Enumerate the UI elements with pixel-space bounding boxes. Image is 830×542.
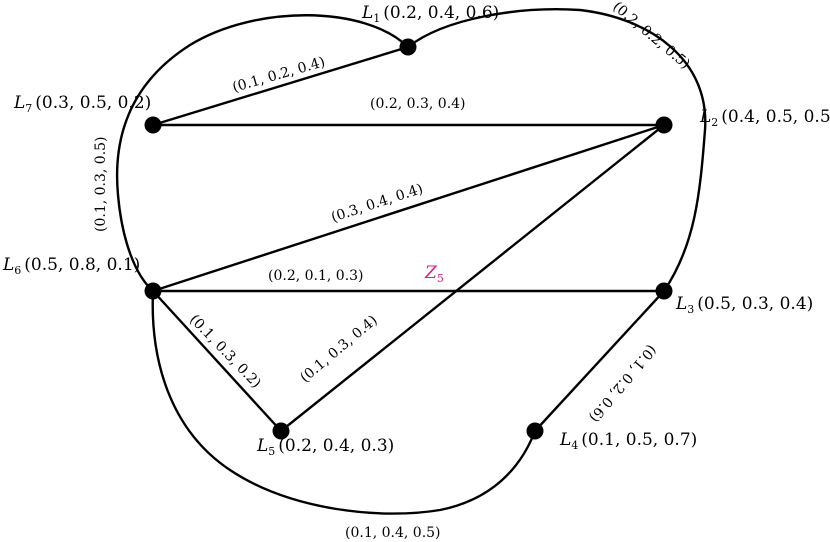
- vertices: [144, 38, 673, 440]
- vertex-label-l6: L6(0.5, 0.8, 0.1): [2, 255, 140, 277]
- edge-label-l6-l4: (0.1, 0.4, 0.5): [345, 525, 441, 541]
- edge-l6-l5: [152, 290, 282, 432]
- vertex-label-l2: L2(0.4, 0.5, 0.5): [699, 107, 830, 129]
- vertex-l5: [272, 422, 290, 440]
- vertex-label-l1: L1(0.2, 0.4, 0.6): [361, 3, 499, 25]
- edge-label-l7-l6: (0.1, 0.3, 0.5): [93, 136, 109, 232]
- edges: [115, 8, 707, 515]
- edge-label-l7-l2: (0.2, 0.3, 0.4): [370, 96, 466, 112]
- edge-l6-l4-arc: [151, 290, 537, 515]
- edge-l1-l2: [407, 8, 707, 292]
- vertex-label-l7: L7(0.3, 0.5, 0.2): [13, 93, 151, 115]
- edge-l1-l6-arc: [115, 14, 409, 292]
- vertex-label-l4: L4(0.1, 0.5, 0.7): [559, 430, 697, 452]
- vertex-l4: [526, 422, 544, 440]
- edge-label-l3-l4: (0.1, 0.2, 0.6): [586, 341, 660, 424]
- edge-l3-l4: [534, 290, 665, 432]
- edge-label-l6-l5: (0.1, 0.3, 0.2): [186, 312, 264, 392]
- vertex-label-l5: L5(0.2, 0.4, 0.3): [256, 436, 394, 458]
- vertex-labels: L1(0.2, 0.4, 0.6) L2(0.4, 0.5, 0.5) L3(0…: [2, 3, 830, 458]
- graph-label: Z5: [424, 263, 444, 285]
- vertex-l2: [655, 116, 673, 134]
- edge-labels: (0.1, 0.2, 0.4) (0.2, 0.2, 0.5) (0.2, 0.…: [93, 0, 693, 541]
- edge-label-l1-l2: (0.2, 0.2, 0.5): [609, 0, 692, 72]
- edge-label-l6-l3: (0.2, 0.1, 0.3): [268, 268, 364, 284]
- vertex-l1: [399, 38, 417, 56]
- edge-l6-l2: [152, 123, 665, 293]
- edge-label-l5-l2: (0.1, 0.3, 0.4): [297, 312, 380, 386]
- vertex-l6: [144, 282, 162, 300]
- vertex-l7: [144, 116, 162, 134]
- edge-l5-l2: [280, 124, 665, 432]
- vertex-label-l3: L3(0.5, 0.3, 0.4): [675, 294, 813, 316]
- edge-l7-l1: [152, 45, 409, 127]
- vertex-l3: [655, 282, 673, 300]
